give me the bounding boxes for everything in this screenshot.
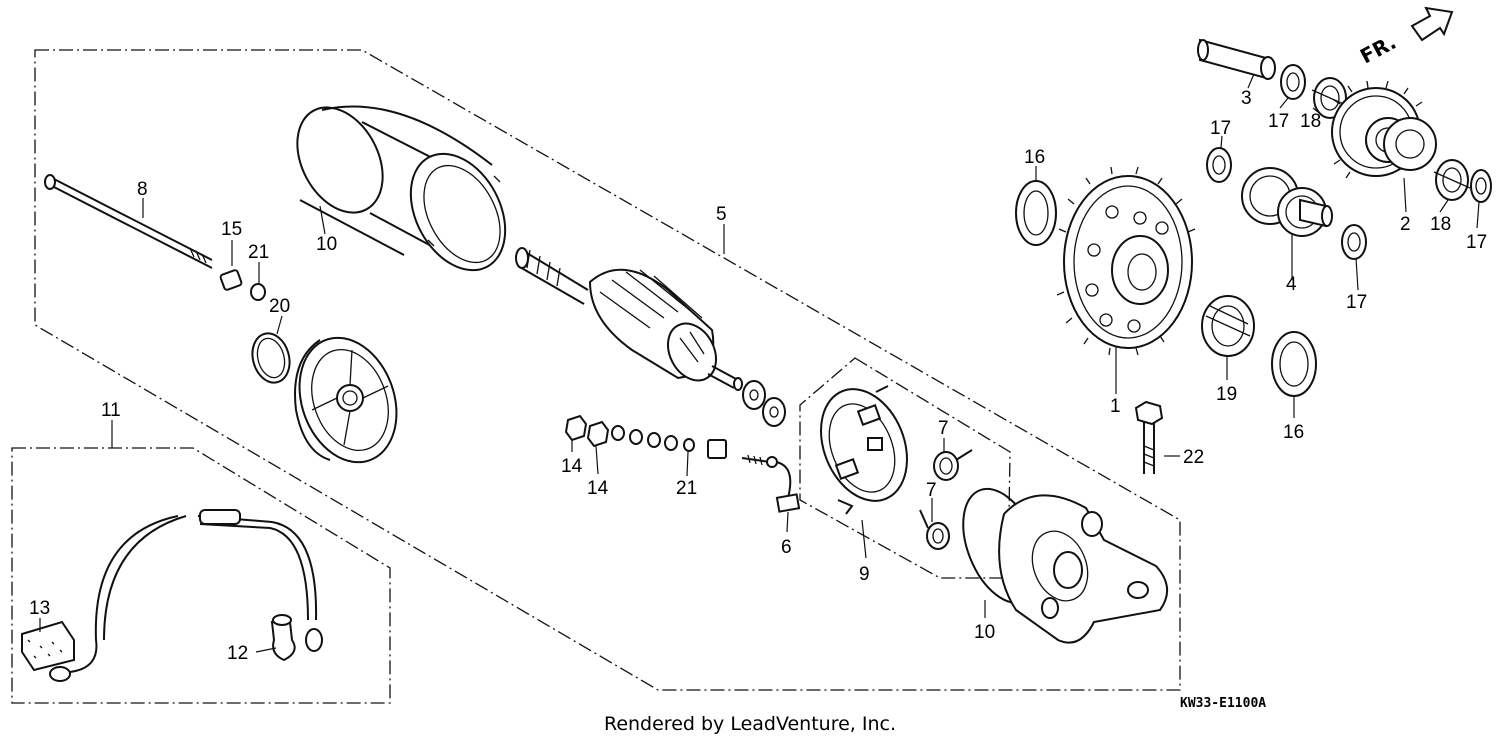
rear-cover: [962, 487, 1168, 644]
callout-21-bottom: 21: [676, 478, 697, 499]
motor-case: [296, 105, 507, 272]
callout-16-bottom: 16: [1283, 422, 1304, 443]
callout-13: 13: [29, 598, 50, 619]
leader-lines: [39, 73, 1480, 653]
armature-washer-2-hole: [769, 406, 779, 418]
bolt-22: [1134, 400, 1164, 474]
callout-17-b: 17: [1466, 232, 1487, 253]
o-ring-20: [251, 332, 291, 384]
shaft-3: [1197, 38, 1276, 80]
callout-20: 20: [269, 296, 290, 317]
callout-4: 4: [1286, 274, 1297, 295]
callout-18-b: 18: [1430, 214, 1451, 235]
needle-bearing-18-b: [1433, 159, 1471, 201]
brush-spring-upper: [933, 449, 973, 481]
callout-12: 12: [227, 643, 248, 664]
starter-motor-assembly-boundary: [34, 49, 1181, 691]
washer-16-top-hole: [1023, 190, 1049, 236]
terminal-hardware: [564, 414, 727, 459]
callout-17-c: 17: [1210, 118, 1231, 139]
callout-8: 8: [137, 179, 148, 200]
callout-7-lower: 7: [926, 480, 937, 501]
callout-1: 1: [1110, 396, 1121, 417]
callout-numbers: 8 15 21 20 10 5 14 14 21 6 7 7 9 10 11 1…: [29, 88, 1487, 664]
front-direction-indicator: FR.: [1356, 6, 1454, 69]
front-direction-arrow-icon: [1410, 6, 1454, 42]
terminal-cap-12: [270, 614, 296, 662]
washer-17-a: [1280, 64, 1306, 100]
terminal-cover-13: [21, 620, 75, 672]
cable-assembly-boundary: [11, 447, 391, 704]
callout-21-top: 21: [248, 242, 269, 263]
through-bolt: [44, 174, 213, 269]
brush-holder-plate: [820, 385, 908, 515]
brush-spring-lower: [919, 509, 950, 550]
callout-7-upper: 7: [938, 418, 949, 439]
render-credit: Rendered by LeadVenture, Inc.: [604, 713, 896, 735]
starter-driven-gear-1: [1056, 166, 1196, 356]
starter-cable: [49, 509, 323, 682]
washer-21-top: [250, 283, 266, 301]
callout-14-right: 14: [587, 478, 609, 499]
washer-16-bottom-hole: [1279, 341, 1309, 387]
diagram-code: KW33-E1100A: [1180, 696, 1266, 711]
washer-17-c: [1206, 147, 1232, 183]
callout-17-d: 17: [1346, 292, 1367, 313]
callout-19: 19: [1216, 384, 1237, 405]
callout-17-a: 17: [1268, 111, 1289, 132]
callout-9: 9: [859, 564, 870, 585]
reduction-gear-2: [1331, 80, 1437, 179]
callout-3: 3: [1241, 88, 1252, 109]
washer-17-b: [1470, 169, 1492, 203]
nut-15: [219, 269, 243, 291]
washer-17-d: [1341, 224, 1367, 260]
needle-bearing-19: [1201, 295, 1255, 357]
callout-10-top: 10: [316, 234, 337, 255]
brush-holder-boundary: [799, 357, 1011, 579]
callout-14-left: 14: [561, 456, 583, 477]
washer-17-c-hole: [1212, 155, 1226, 175]
washer-17-b-hole: [1475, 177, 1487, 195]
callout-22: 22: [1183, 447, 1204, 468]
callout-5: 5: [716, 204, 727, 225]
front-direction-label: FR.: [1356, 30, 1400, 69]
armature-washer-2: [762, 397, 786, 427]
callout-10-bottom: 10: [974, 622, 995, 643]
brush-terminal: [741, 454, 801, 513]
armature-washer-1-hole: [749, 389, 759, 401]
front-cover: [294, 336, 398, 464]
callout-2: 2: [1400, 214, 1411, 235]
idle-gear-4: [1241, 167, 1333, 237]
callout-11: 11: [101, 400, 121, 421]
callout-15: 15: [221, 219, 242, 240]
callout-16-top: 16: [1024, 147, 1045, 168]
callout-6: 6: [781, 537, 792, 558]
armature-washer-1: [742, 380, 766, 410]
washer-17-d-hole: [1347, 232, 1361, 252]
washer-17-a-hole: [1286, 72, 1300, 92]
o-ring-20-inner: [256, 337, 286, 379]
callout-18-a: 18: [1300, 111, 1321, 132]
armature: [515, 247, 743, 391]
